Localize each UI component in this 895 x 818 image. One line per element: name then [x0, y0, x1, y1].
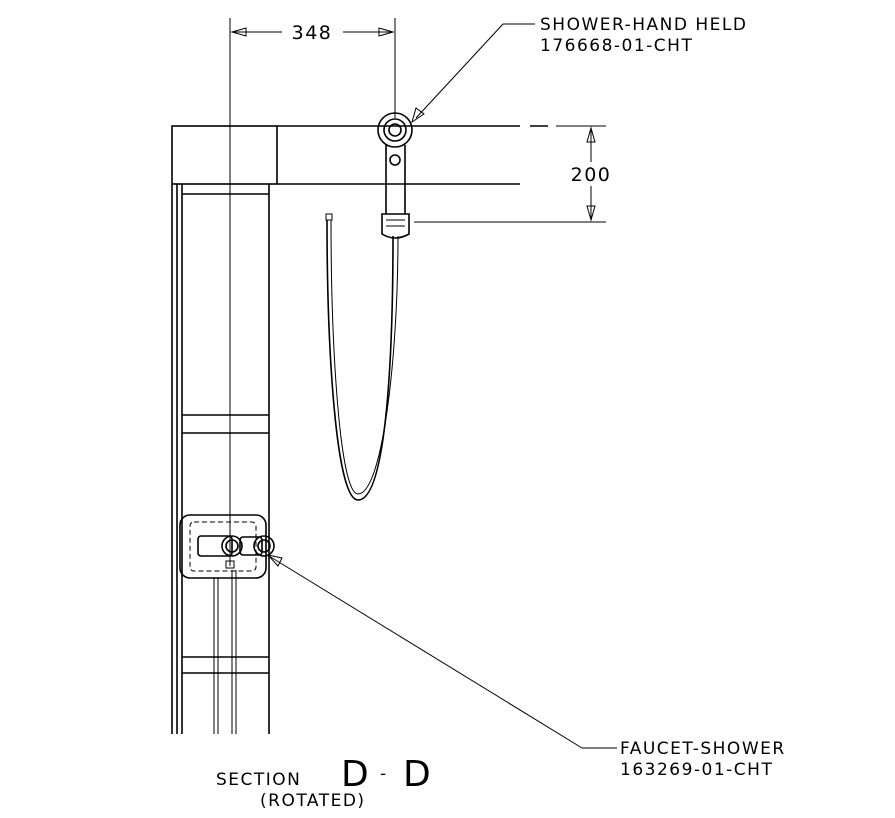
faucet-handle-left-inner	[225, 539, 239, 553]
faucet-handle-left	[221, 535, 243, 557]
leader-arrow-hand-shower	[411, 107, 425, 124]
faucet-part-number: 163269-01-CHT	[620, 760, 773, 780]
dimension-vertical-value: 200	[571, 164, 612, 186]
callout-hand-shower: SHOWER-HAND HELD 176668-01-CHT	[411, 15, 747, 124]
faucet-valve	[179, 514, 275, 579]
hose-inner	[330, 219, 399, 495]
hose-outer	[326, 219, 394, 501]
leader-line-hand-shower	[415, 23, 504, 119]
shower-hose	[325, 213, 399, 501]
faucet-handle-right-inner	[257, 539, 271, 553]
dimension-horizontal-value: 348	[292, 22, 333, 44]
dimension-arrow-up	[586, 126, 596, 143]
faucet-title: FAUCET-SHOWER	[620, 739, 786, 759]
dimension-arrow-down	[586, 205, 596, 222]
faucet-outlet	[225, 560, 235, 569]
section-label: SECTION D - D (ROTATED)	[216, 754, 432, 811]
hand-shower-title: SHOWER-HAND HELD	[540, 15, 747, 35]
section-separator: -	[380, 764, 388, 784]
hose-connector	[325, 213, 333, 221]
shower-head-middle	[383, 118, 407, 142]
section-prefix: SECTION	[216, 770, 301, 790]
hand-shower-part-number: 176668-01-CHT	[540, 36, 693, 56]
dimension-horizontal: 348	[230, 22, 395, 44]
wall-panel	[171, 125, 548, 734]
hand-shower-assembly	[377, 112, 413, 239]
section-letter-left: D	[341, 754, 370, 795]
shower-holder-bracket	[381, 213, 410, 239]
header-block-left	[171, 125, 278, 185]
shower-handle	[385, 145, 406, 214]
faucet-escutcheon-inner	[189, 521, 257, 572]
faucet-escutcheon-outer	[179, 514, 267, 579]
shower-head-outer	[377, 112, 413, 148]
dimension-vertical: 200	[414, 125, 612, 223]
leader-arrow-faucet	[266, 554, 283, 567]
callout-faucet: FAUCET-SHOWER 163269-01-CHT	[266, 554, 786, 780]
faucet-handle-body	[239, 536, 263, 556]
leader-line-faucet	[268, 555, 583, 749]
faucet-handle-right	[253, 535, 275, 557]
section-letter-right: D	[403, 754, 432, 795]
faucet-body	[197, 535, 233, 557]
dimension-arrow-right	[378, 27, 395, 37]
shower-head-inner	[388, 123, 402, 137]
shower-handle-button	[389, 154, 401, 166]
section-note: (ROTATED)	[260, 791, 366, 811]
dimension-arrow-left	[230, 27, 247, 37]
